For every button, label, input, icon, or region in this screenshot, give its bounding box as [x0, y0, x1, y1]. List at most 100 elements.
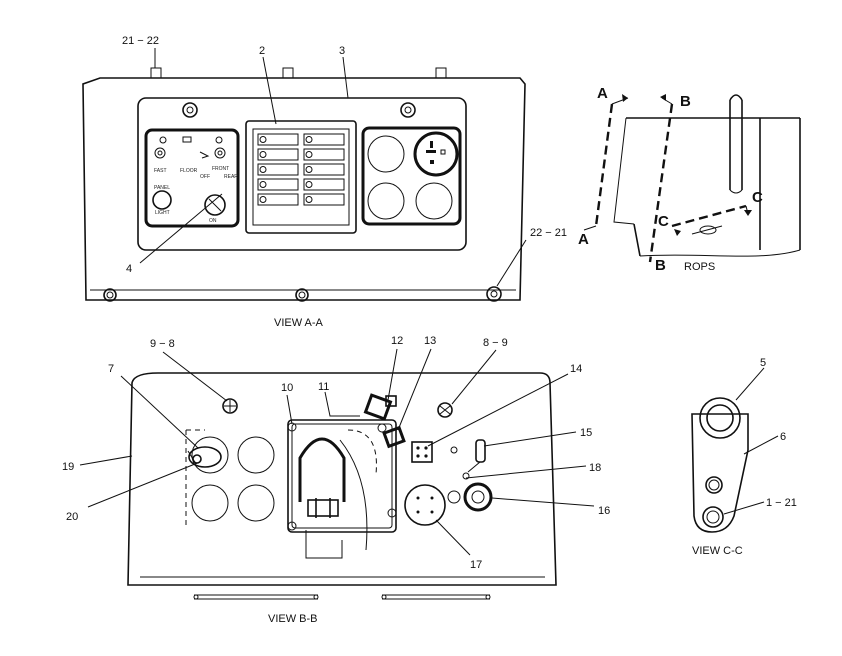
indicator-lamp-icon: [305, 181, 313, 188]
label-light: LIGHT: [155, 210, 170, 216]
rear-panel-outline: [127, 372, 557, 586]
indicator-cell: [303, 193, 345, 206]
label-front: FRONT: [212, 166, 229, 172]
instrument-plate: [137, 97, 467, 251]
callout-4: 4: [126, 263, 132, 275]
callout-10: 10: [281, 382, 293, 394]
toggle-switch-icon: [154, 136, 226, 159]
indicator-cell: [257, 133, 299, 146]
section-mark-b-bottom: B: [655, 257, 666, 274]
bolt-icon: [222, 398, 238, 414]
callout-6: 6: [780, 431, 786, 443]
view-b-b-caption: VIEW B-B: [268, 613, 318, 625]
gauge-icon: [415, 182, 453, 220]
callout-13: 13: [424, 335, 436, 347]
section-mark-b-top: B: [680, 93, 691, 110]
callout-1-21: 1 − 21: [766, 497, 797, 509]
indicator-cell: [303, 163, 345, 176]
callout-3: 3: [339, 45, 345, 57]
section-mark-c-right: C: [752, 189, 763, 206]
indicator-cell: [257, 148, 299, 161]
callout-19: 19: [62, 461, 74, 473]
tach-cable-icon: [298, 437, 346, 502]
callout-11: 11: [318, 381, 329, 393]
connector-icon: [188, 446, 222, 468]
bracket-outline: [691, 413, 749, 533]
callout-12: 12: [391, 335, 403, 347]
indicator-lamp-icon: [259, 196, 267, 203]
section-line-c: [671, 204, 747, 228]
section-line-a: [594, 103, 614, 227]
view-c-c-caption: VIEW C-C: [692, 545, 743, 557]
callout-18: 18: [589, 462, 601, 474]
callout-15: 15: [580, 427, 592, 439]
gauge-back-icon: [191, 484, 229, 522]
indicator-cell: [303, 148, 345, 161]
indicator-lamp-icon: [259, 166, 267, 173]
section-mark-c-left: C: [658, 213, 669, 230]
view-a-a: FAST FLOOR OFF FRONT REAR PANEL LIGHT ON: [82, 48, 527, 302]
bracket-hole-icon: [699, 397, 741, 439]
panel-light-knob: [152, 190, 172, 210]
label-floor: FLOOR: [180, 168, 198, 174]
bracket-hole-icon: [702, 506, 724, 528]
gauge-back-icon: [191, 436, 229, 474]
indicator-lamp-icon: [305, 166, 313, 173]
indicator-cell: [303, 178, 345, 191]
section-mark-a-top: A: [597, 85, 608, 102]
relay-icon: [363, 393, 393, 421]
callout-5: 5: [760, 357, 766, 369]
indicator-lamp-icon: [259, 181, 267, 188]
top-stud: [150, 67, 447, 79]
indicator-block: [245, 120, 357, 234]
rops-sketch: [583, 94, 801, 263]
gauge-back-icon: [237, 484, 275, 522]
callout-14: 14: [570, 363, 582, 375]
indicator-cell: [303, 133, 345, 146]
rops-label: ROPS: [684, 261, 715, 273]
starter-switch-icon: [463, 482, 493, 512]
view-a-a-caption: VIEW A-A: [274, 317, 324, 329]
callout-7: 7: [108, 363, 114, 375]
callout-22-21: 22 − 21: [530, 227, 567, 239]
plug-icon: [411, 441, 433, 463]
indicator-lamp-icon: [305, 151, 313, 158]
fuse-holder-icon: [475, 439, 486, 463]
section-mark-a-bottom: A: [578, 231, 589, 248]
callout-2: 2: [259, 45, 265, 57]
receptacle-icon: [404, 484, 446, 526]
hour-meter-icon: [413, 131, 459, 177]
callout-20: 20: [66, 511, 78, 523]
indicator-cell: [257, 193, 299, 206]
view-b-b: [79, 348, 595, 600]
label-fast: FAST: [154, 168, 167, 174]
bracket-hole-icon: [705, 476, 723, 494]
gauge-icon: [367, 135, 405, 173]
indicator-lamp-icon: [305, 196, 313, 203]
label-rear: REAR: [224, 174, 238, 180]
dash-panel-outline: [82, 77, 526, 301]
view-c-c: [691, 367, 779, 533]
relay-icon: [382, 425, 406, 449]
callout-9-8: 9 − 8: [150, 338, 175, 350]
key-switch-icon: [204, 194, 226, 216]
label-panel: PANEL: [154, 185, 170, 191]
callout-16: 16: [598, 505, 610, 517]
gauge-icon: [367, 182, 405, 220]
indicator-lights: [257, 133, 345, 206]
label-on: ON: [209, 218, 217, 224]
section-line-b: [648, 103, 674, 263]
gauge-panel: [361, 126, 462, 226]
indicator-cell: [257, 163, 299, 176]
indicator-lamp-icon: [259, 136, 267, 143]
bolt-icon: [437, 402, 453, 418]
indicator-lamp-icon: [259, 151, 267, 158]
indicator-lamp-icon: [305, 136, 313, 143]
callout-21-22: 21 − 22: [122, 35, 159, 47]
indicator-cell: [257, 178, 299, 191]
gauge-back-icon: [237, 436, 275, 474]
label-off: OFF: [200, 174, 210, 180]
back-cover: [287, 419, 397, 533]
mounting-bolt: [103, 286, 502, 302]
